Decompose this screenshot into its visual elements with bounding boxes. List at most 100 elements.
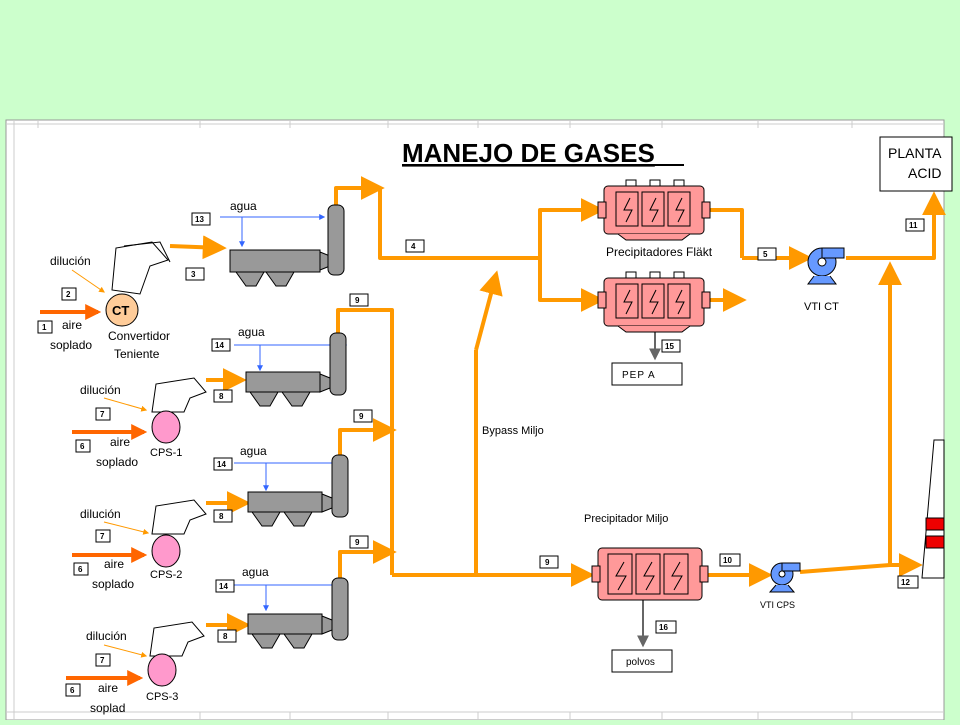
svg-text:14: 14 bbox=[215, 341, 224, 350]
stream-5: 5 bbox=[757, 247, 777, 261]
svg-text:6: 6 bbox=[70, 686, 75, 695]
svg-text:7: 7 bbox=[100, 656, 105, 665]
stream-8c: 8 bbox=[217, 629, 237, 643]
planta-acido-box bbox=[879, 136, 953, 192]
vti-cps-fan bbox=[768, 562, 801, 593]
stream-7b: 7 bbox=[95, 529, 111, 543]
soplado-ct-label: soplado bbox=[50, 338, 92, 352]
precipitador-miljo bbox=[591, 547, 709, 601]
stream-13: 13 bbox=[191, 212, 211, 226]
stream-14c: 14 bbox=[215, 579, 235, 593]
agua-label-2: agua bbox=[238, 325, 265, 339]
convertidor-label-1: Convertidor bbox=[108, 329, 170, 343]
svg-text:6: 6 bbox=[80, 442, 85, 451]
bypass-miljo-label: Bypass Miljo bbox=[482, 425, 544, 437]
cps-3 bbox=[147, 621, 205, 687]
stream-14b: 14 bbox=[213, 457, 233, 471]
agua-label-4: agua bbox=[242, 565, 269, 579]
stream-9c: 9 bbox=[349, 535, 369, 549]
precipitador-miljo-label: Precipitador Miljo bbox=[584, 513, 668, 525]
svg-text:13: 13 bbox=[195, 215, 204, 224]
stream-7c: 7 bbox=[95, 653, 111, 667]
aire-ct-label: aire bbox=[62, 318, 82, 332]
stream-9d: 9 bbox=[539, 555, 559, 569]
convertidor-label-2: Teniente bbox=[114, 347, 160, 361]
stream-8b: 8 bbox=[213, 509, 233, 523]
cps2-label: CPS-2 bbox=[150, 569, 182, 581]
agua-label-3: agua bbox=[240, 444, 267, 458]
svg-text:3: 3 bbox=[191, 270, 196, 279]
stream-14a: 14 bbox=[211, 338, 231, 352]
cps3-label: CPS-3 bbox=[146, 691, 178, 703]
planta-label-line1: PLANTA bbox=[888, 145, 942, 161]
convertidor-teniente: CT bbox=[105, 241, 171, 327]
water-lines bbox=[220, 214, 348, 612]
sheet-gridlines bbox=[6, 120, 944, 720]
svg-text:7: 7 bbox=[100, 532, 105, 541]
svg-text:8: 8 bbox=[223, 632, 228, 641]
gas-lines bbox=[169, 176, 946, 637]
air-lines bbox=[40, 304, 148, 686]
stream-1: 1 bbox=[37, 320, 53, 334]
planta-label-line2: ACID bbox=[908, 165, 941, 181]
stream-16: 16 bbox=[655, 620, 677, 634]
svg-text:9: 9 bbox=[355, 296, 360, 305]
precipitadores-flakt-label: Precipitadores Fläkt bbox=[606, 245, 713, 259]
svg-text:6: 6 bbox=[78, 565, 83, 574]
scrubber-1 bbox=[229, 204, 345, 287]
stream-9a: 9 bbox=[349, 293, 369, 307]
stream-11: 11 bbox=[905, 218, 925, 232]
svg-text:8: 8 bbox=[219, 512, 224, 521]
stream-3: 3 bbox=[185, 267, 205, 281]
scrubber-3 bbox=[247, 454, 349, 527]
svg-text:10: 10 bbox=[723, 556, 732, 565]
dilution-lines bbox=[71, 269, 150, 658]
aire-cps2-label: aire bbox=[104, 557, 124, 571]
svg-text:9: 9 bbox=[545, 558, 550, 567]
vti-ct-fan bbox=[807, 247, 845, 285]
stream-6c: 6 bbox=[65, 683, 81, 697]
vti-cps-label: VTI CPS bbox=[760, 600, 795, 610]
stream-boxes: 1 2 3 13 4 5 11 15 9 14 8 7 6 9 14 8 7 6… bbox=[37, 212, 925, 697]
svg-text:12: 12 bbox=[901, 578, 910, 587]
svg-text:9: 9 bbox=[359, 412, 364, 421]
svg-text:8: 8 bbox=[219, 392, 224, 401]
polvos-label: polvos bbox=[626, 657, 655, 668]
soplado-cps2-label: soplado bbox=[92, 577, 134, 591]
stream-10: 10 bbox=[719, 553, 741, 567]
dilucion-cps3-label: dilución bbox=[86, 629, 127, 643]
stream-9b: 9 bbox=[353, 409, 373, 423]
agua-label-1: agua bbox=[230, 199, 257, 213]
svg-text:14: 14 bbox=[217, 460, 226, 469]
cps-1 bbox=[151, 377, 207, 444]
stream-15: 15 bbox=[661, 339, 681, 353]
dilucion-cps1-label: dilución bbox=[80, 383, 121, 397]
dust-lines bbox=[637, 332, 661, 648]
svg-text:11: 11 bbox=[909, 221, 918, 230]
svg-text:15: 15 bbox=[665, 342, 674, 351]
vti-ct-label: VTI CT bbox=[804, 301, 839, 313]
scrubber-2 bbox=[245, 332, 347, 407]
svg-text:9: 9 bbox=[355, 538, 360, 547]
precipitador-flakt-2 bbox=[597, 271, 711, 333]
scrubber-4 bbox=[247, 577, 349, 649]
aire-cps1-label: aire bbox=[110, 435, 130, 449]
cps-2 bbox=[151, 499, 207, 568]
precipitador-flakt-1 bbox=[597, 179, 711, 241]
svg-text:2: 2 bbox=[66, 290, 71, 299]
stream-6b: 6 bbox=[73, 562, 89, 576]
stream-6a: 6 bbox=[75, 439, 91, 453]
polvos-box bbox=[611, 649, 673, 673]
soplad-cps3-label: soplad bbox=[90, 701, 125, 715]
pep-a-label: PEP A bbox=[622, 370, 656, 381]
aire-cps3-label: aire bbox=[98, 681, 118, 695]
svg-text:1: 1 bbox=[42, 323, 47, 332]
stream-2: 2 bbox=[61, 287, 77, 301]
diagram-title: MANEJO DE GASES bbox=[402, 138, 655, 168]
dilucion-cps2-label: dilución bbox=[80, 507, 121, 521]
stream-7a: 7 bbox=[95, 407, 111, 421]
svg-text:14: 14 bbox=[219, 582, 228, 591]
svg-text:16: 16 bbox=[659, 623, 668, 632]
